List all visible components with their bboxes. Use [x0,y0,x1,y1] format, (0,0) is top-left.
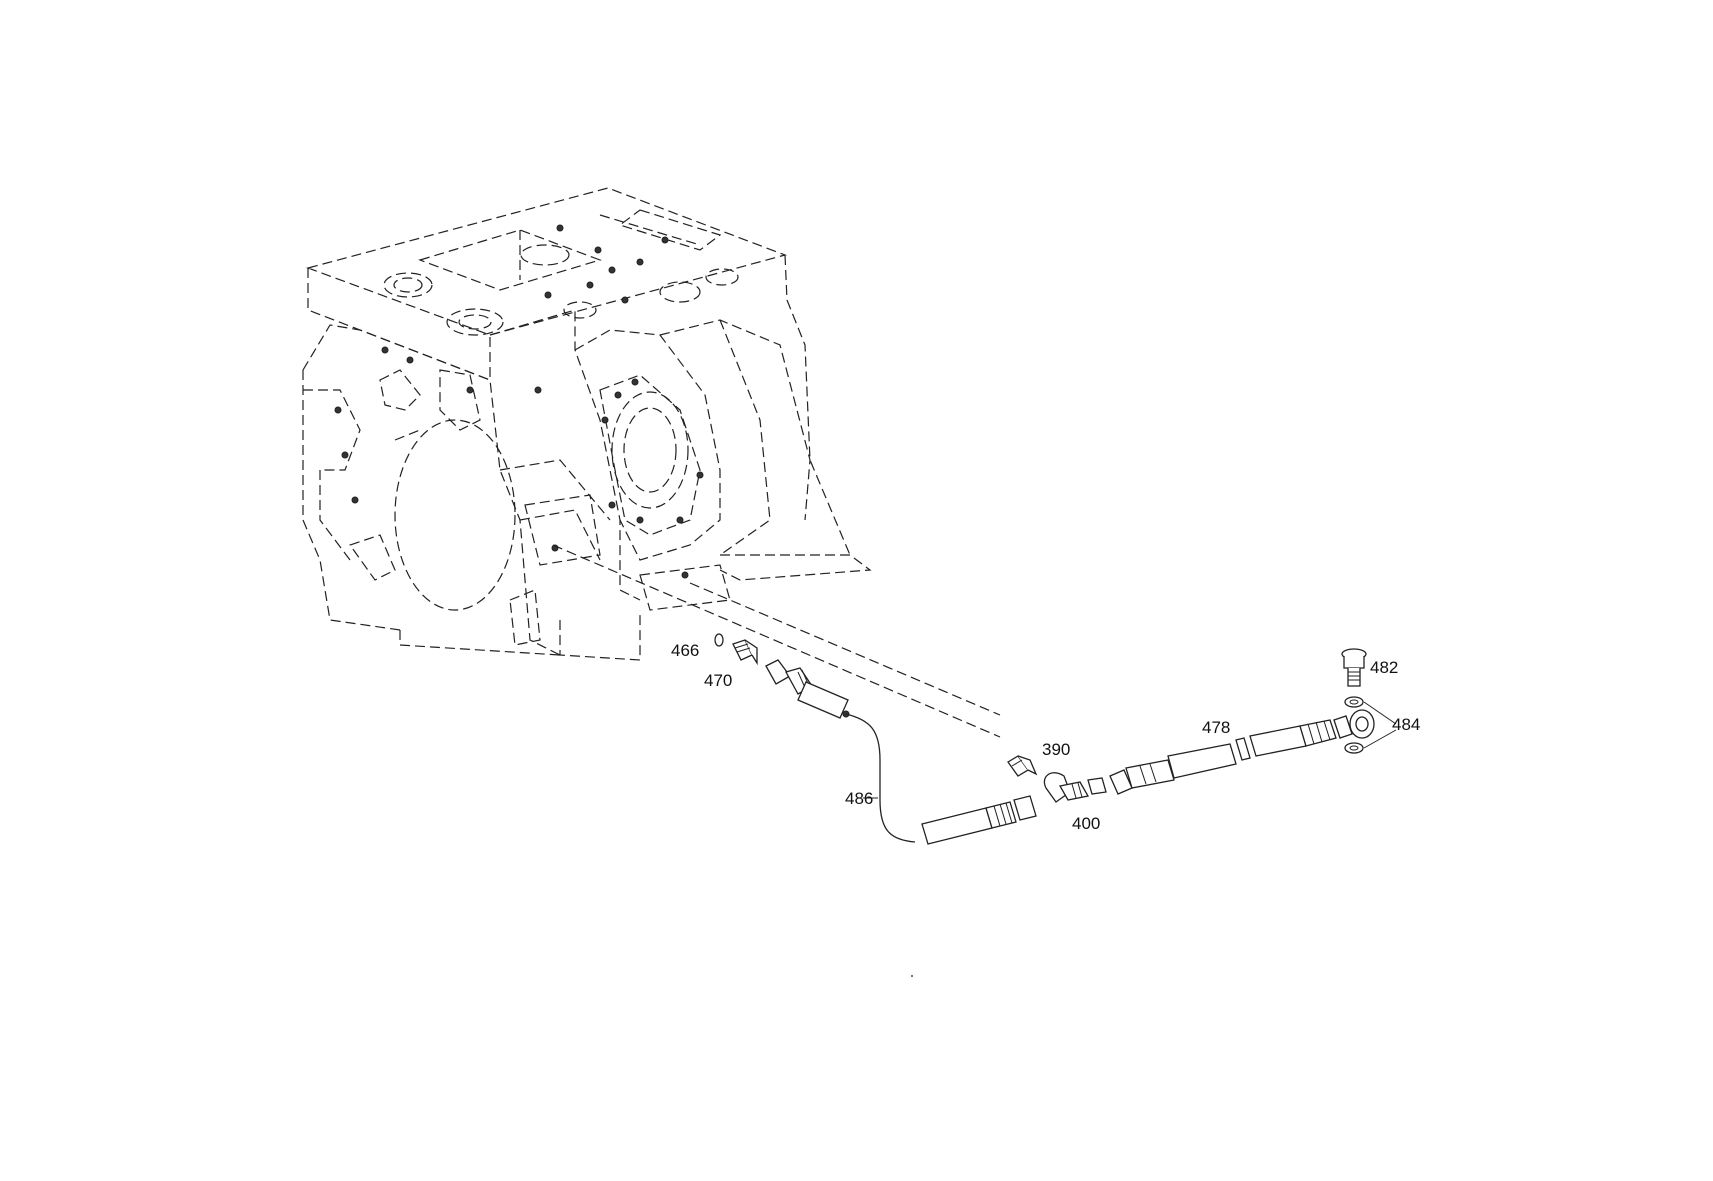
callout-leaders [863,701,1397,799]
part-390-fitting [1007,755,1038,777]
callout-478: 478 [1202,718,1230,737]
transmission-housing [302,187,872,661]
part-470-fitting [732,639,758,666]
part-484-washers [1344,696,1364,754]
part-482-banjo-bolt [1341,648,1367,687]
callout-484: 484 [1392,715,1420,734]
banjo-eye-fitting [1333,709,1375,739]
part-466-o-ring [714,633,724,647]
callout-486: 486 [845,789,873,808]
part-486-hose-upper-end [765,659,916,843]
part-486-hose-lower [921,795,1037,845]
callout-labels: 466 470 390 486 400 478 482 484 [671,641,1420,833]
callout-400: 400 [1072,814,1100,833]
callout-470: 470 [704,671,732,690]
callout-390: 390 [1042,740,1070,759]
part-400-elbow [1043,772,1107,803]
callout-482: 482 [1370,658,1398,677]
assembly-axis-lines [552,544,1001,738]
callout-466: 466 [671,641,699,660]
part-478-hose [1109,719,1337,795]
stray-mark [911,975,913,977]
